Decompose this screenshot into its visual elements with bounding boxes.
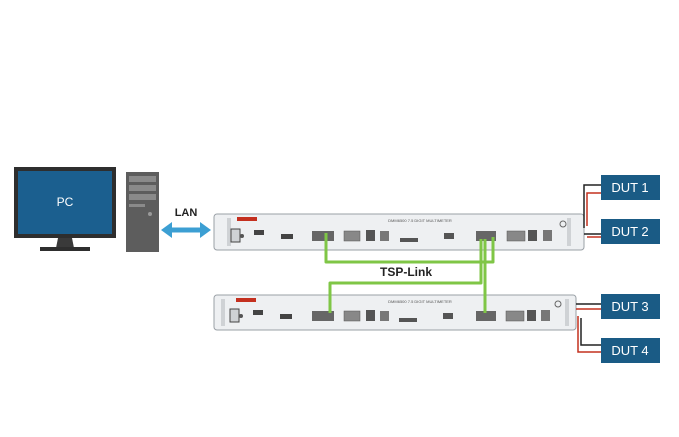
instrument-1-knob [559,220,567,228]
tsp-link-label: TSP-Link [380,265,432,279]
instrument-2-left-ear [221,299,225,326]
tsp-cable-cross-upper [328,239,483,313]
dut-2-rect [601,219,660,244]
instrument-2-port-c [399,318,417,322]
lan-double-arrow-icon [161,222,211,238]
instrument-1-port-f [543,230,552,241]
dut-3-box: DUT 3 [601,294,660,319]
instrument-1-usb-port [254,230,264,235]
instrument-1-lan-port [366,230,375,241]
instrument-1-brand-badge [237,217,257,221]
dut-1-box: DUT 1 [601,175,660,200]
tower-slot [129,204,145,207]
wire-dut4-black [580,318,601,346]
instrument-2-port-a [280,314,292,319]
instrument-2-db9-port [343,310,361,322]
instrument-2-knob [554,300,562,308]
instrument-2-port-d [443,313,453,319]
lan-arrowhead-right [200,222,211,238]
instrument-1-left-ear [227,218,231,246]
monitor-base [40,247,90,251]
instrument-2-tsp-port-left [312,311,334,321]
instrument-2-port-f [541,310,550,321]
instrument-1-port-b [380,231,389,241]
tsp-cable-top-loop [324,233,495,264]
monitor-neck [56,238,74,248]
tower-bay-1 [129,176,156,182]
pc-tower-icon [126,172,159,252]
instrument-1-port-c [400,238,418,242]
dut-2-label: DUT 2 [611,224,648,239]
instrument-2: DMM6500 7.5 DIGIT MULTIMETER [213,294,577,331]
instrument-2-lan-port [366,310,375,321]
dut-1-label: DUT 1 [611,180,648,195]
instrument-2-port-e [527,310,536,321]
instrument-1-tsp-port-left [312,231,334,241]
instrument-1-db9-port [343,230,361,242]
tsp-link-cables [324,233,495,313]
dut-4-rect [601,338,660,363]
instrument-2-tsp-port-right [476,311,496,321]
lan-label: LAN [175,207,198,219]
monitor-screen [18,171,112,234]
instrument-2-model-text: DMM6500 7.5 DIGIT MULTIMETER [388,299,452,304]
instrument-2-brand-badge [236,298,256,302]
instrument-2-led [239,314,243,318]
instrument-1-power-switch [230,228,241,243]
instrument-1-led [240,234,244,238]
wire-dut4-red [577,316,601,353]
pc-label: PC [57,195,74,209]
dut-3-label: DUT 3 [611,299,648,314]
instrument-2-usb-port [253,310,263,315]
instrument-1-port-a [281,234,293,239]
tower-body [126,172,159,252]
lan-arrowhead-left [161,222,172,238]
instrument-2-aux-port [505,310,525,322]
dut-4-label: DUT 4 [611,343,648,358]
tower-bay-2 [129,185,156,191]
instrument-1: DMM6500 7.5 DIGIT MULTIMETER [213,213,585,251]
probe-wires [576,184,601,353]
instrument-1-model-text: DMM6500 7.5 DIGIT MULTIMETER [388,218,452,223]
wire-dut1-red [586,192,601,226]
dut-4-box: DUT 4 [601,338,660,363]
instrument-2-power-switch [229,308,240,323]
dut-1-rect [601,175,660,200]
instrument-1-tsp-port-right [476,231,496,241]
instrument-2-right-ear [565,299,569,326]
instrument-1-port-d [444,233,454,239]
instrument-2-port-b [380,311,389,321]
instrument-1-right-ear [567,218,571,246]
pc-monitor-icon: PC [14,167,116,251]
tower-power-led [148,212,152,216]
dut-3-rect [601,294,660,319]
instrument-1-aux-port [506,230,526,242]
tower-bay-3 [129,194,156,200]
wire-dut1-black [583,184,601,228]
dut-2-box: DUT 2 [601,219,660,244]
instrument-1-port-e [528,230,537,241]
